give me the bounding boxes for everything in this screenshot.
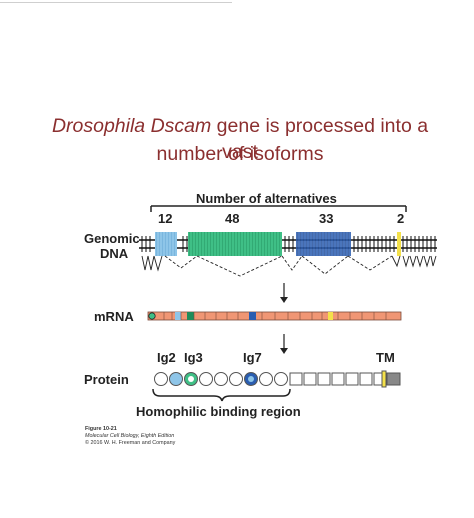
ig3-label: Ig3 (184, 350, 203, 365)
mrna-exon4 (175, 312, 181, 320)
dna-tick-marks (141, 236, 436, 252)
alternatives-bracket (150, 205, 407, 212)
mrna-exon17 (328, 312, 333, 320)
figure-title-line-2: number of isoforms (156, 143, 324, 165)
fn3-domain-5 (345, 372, 359, 386)
exon17-cluster (397, 232, 401, 256)
genomic-dna-track (139, 232, 437, 256)
figure-number: Figure 10-21 (85, 426, 117, 432)
ig2-domain (169, 372, 183, 386)
genomic-label: Genomic (84, 231, 140, 246)
fn3-domain-6 (359, 372, 373, 386)
down-arrow-2 (280, 334, 288, 354)
mrna-track (147, 311, 402, 321)
count-exon17: 2 (397, 211, 405, 226)
fn3-domain-4 (331, 372, 345, 386)
ig6-domain (229, 372, 243, 386)
homophilic-brace (152, 388, 291, 402)
exon9-cluster (296, 232, 351, 256)
fn3-domain-2 (303, 372, 317, 386)
homophilic-binding-label: Homophilic binding region (136, 404, 301, 419)
ig2-label: Ig2 (157, 350, 176, 365)
cytoplasmic-domain (386, 372, 401, 386)
title-italic-gene: Drosophila Dscam (51, 115, 212, 137)
tm-label: TM (376, 350, 395, 365)
mrna-exon9 (249, 312, 256, 320)
protein-label: Protein (84, 372, 129, 387)
book-title: Molecular Cell Biology, Eighth Edition (85, 433, 175, 439)
top-divider-line (0, 2, 232, 3)
mrna-label: mRNA (94, 309, 134, 324)
count-exon6: 48 (225, 211, 240, 226)
copyright: © 2016 W. H. Freeman and Company (85, 440, 176, 446)
ig7-label: Ig7 (243, 350, 262, 365)
ig5-domain (214, 372, 228, 386)
fn3-domain-1 (289, 372, 303, 386)
ig9-domain (274, 372, 288, 386)
protein-domains (154, 370, 401, 388)
splicing-lines (141, 255, 437, 277)
alternatives-header: Number of alternatives (196, 191, 337, 206)
count-exon4: 12 (158, 211, 173, 226)
linker-domain (373, 372, 383, 386)
ig4-domain (199, 372, 213, 386)
mrna-exon6 (187, 312, 194, 320)
exon6-cluster (188, 232, 282, 256)
count-exon9: 33 (319, 211, 334, 226)
ig8-domain (259, 372, 273, 386)
figure-title-line-1: Drosophila Dscam gene is processed into … (40, 113, 440, 165)
mrna-cap (148, 312, 156, 320)
exon4-cluster (155, 232, 177, 256)
fn3-domain-3 (317, 372, 331, 386)
title-rest: gene is processed into a vast (211, 115, 429, 163)
dna-label: DNA (100, 246, 129, 261)
down-arrow-1 (280, 283, 288, 303)
ig1-domain (154, 372, 168, 386)
tm-domain (381, 370, 387, 388)
